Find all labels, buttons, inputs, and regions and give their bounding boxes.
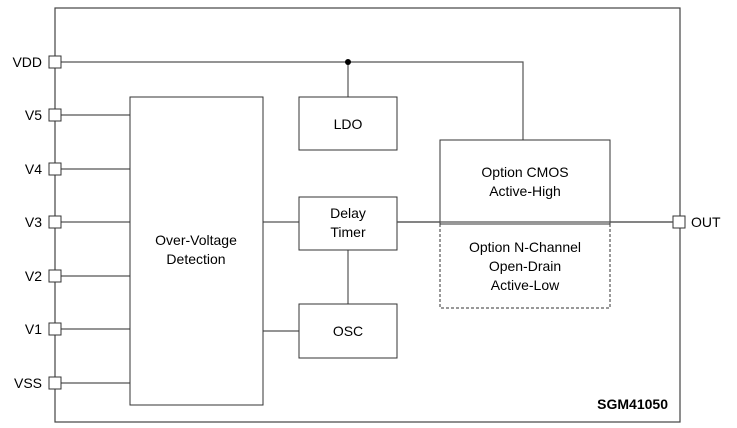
chip-outline [54,7,681,423]
delay-label-line1: Delay [330,205,366,221]
cmos-label-line2: Active-High [489,183,561,199]
delay-label-line2: Timer [330,224,366,240]
cmos-option-block [439,139,611,225]
nch-option-block [439,223,611,309]
v4-pin-label: V4 [25,161,42,177]
part-number: SGM41050 [597,396,668,412]
v3-pin-label: V3 [25,214,42,230]
ovd-block [129,96,264,406]
cmos-label-line1: Option CMOS [481,164,568,180]
ovd-label-line2: Detection [166,251,225,267]
v2-pin-label: V2 [25,268,42,284]
out-pin-marker [672,215,686,229]
nch-label-line1: Option N-Channel [469,239,581,255]
nch-label-line2: Open-Drain [489,258,561,274]
v5-pin-marker [48,108,62,122]
v4-pin-marker [48,162,62,176]
v1-pin-label: V1 [25,321,42,337]
vdd-pin-label: VDD [12,54,42,70]
ovd-label-line1: Over-Voltage [155,232,237,248]
vdd-pin-marker [48,55,62,69]
v5-pin-label: V5 [25,107,42,123]
osc-block [298,303,398,359]
ldo-label: LDO [334,116,363,132]
vss-pin-label: VSS [14,375,42,391]
osc-label: OSC [333,323,363,339]
ldo-block [298,96,398,151]
v1-pin-marker [48,322,62,336]
vdd-junction-dot [345,59,351,65]
out-pin-label: OUT [691,214,721,230]
pin-markers [48,55,686,390]
nch-label-line3: Active-Low [491,277,560,293]
v3-pin-marker [48,215,62,229]
delay-timer-block [298,196,398,251]
vdd-wire [61,61,524,140]
v2-pin-marker [48,269,62,283]
vss-pin-marker [48,376,62,390]
